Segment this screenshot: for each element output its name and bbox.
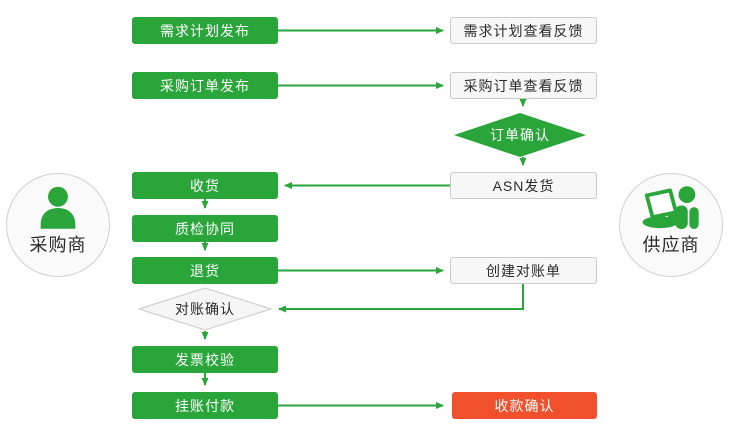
node-payment-confirm: 收款确认 <box>452 392 597 419</box>
node-po-feedback: 采购订单查看反馈 <box>450 72 597 99</box>
supplier-avatar: 供应商 <box>619 173 723 277</box>
node-demand-plan-feedback: 需求计划查看反馈 <box>450 17 597 44</box>
buyer-label: 采购商 <box>29 235 87 255</box>
node-statement-confirm: 对账确认 <box>138 287 272 331</box>
node-po-publish: 采购订单发布 <box>132 72 278 99</box>
supplier-label: 供应商 <box>642 235 700 255</box>
node-demand-plan-publish: 需求计划发布 <box>132 17 278 44</box>
node-book-payment: 挂账付款 <box>132 392 278 419</box>
node-asn-ship: ASN发货 <box>450 172 597 199</box>
node-return-goods: 退货 <box>132 257 278 284</box>
node-create-statement: 创建对账单 <box>450 257 597 284</box>
node-quality-collab: 质检协同 <box>132 215 278 242</box>
node-order-confirm: 订单确认 <box>454 113 586 157</box>
person-icon <box>40 186 76 229</box>
node-invoice-verify: 发票校验 <box>132 346 278 373</box>
node-receive-goods: 收货 <box>132 172 278 199</box>
person-laptop-icon <box>642 186 699 229</box>
buyer-avatar: 采购商 <box>6 173 110 277</box>
